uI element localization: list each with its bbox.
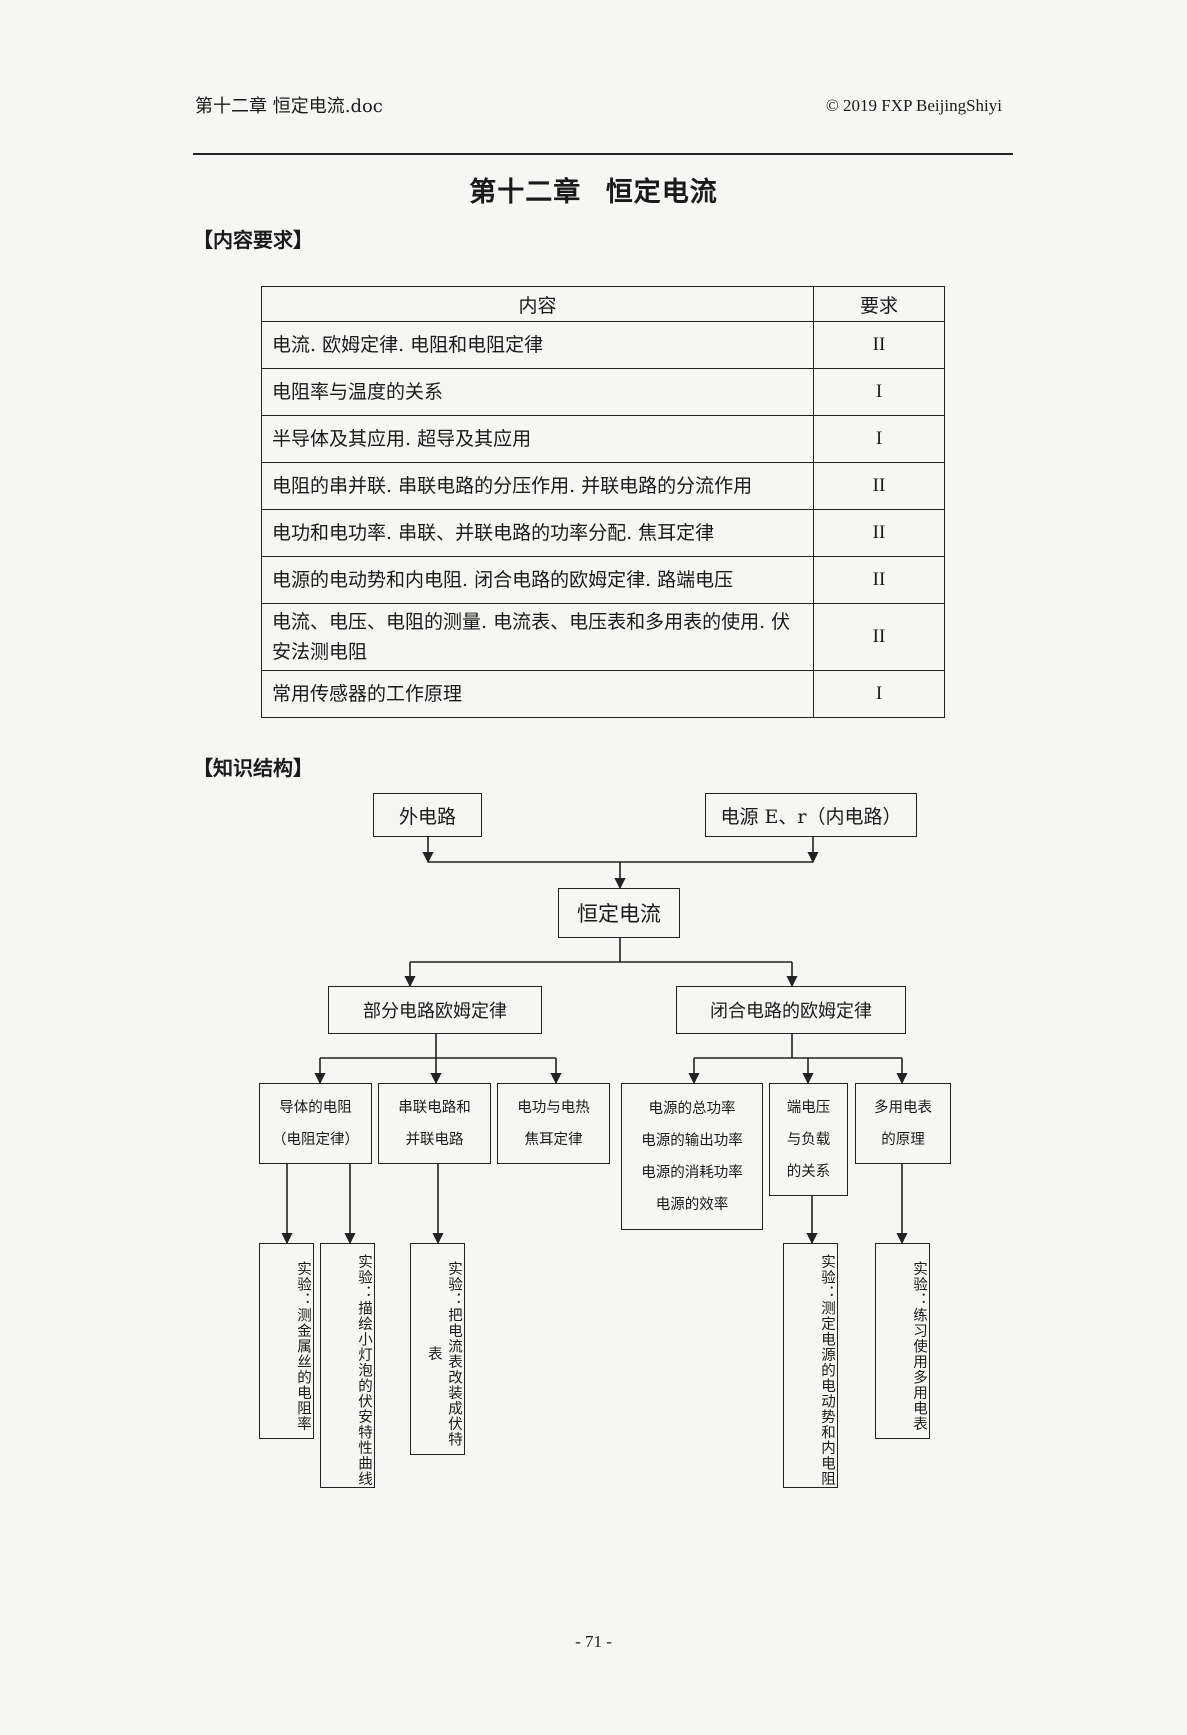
box-power-source: 电源 E、r（内电路） (705, 793, 917, 837)
table-cell-content: 电流. 欧姆定律. 电阻和电阻定律 (261, 321, 814, 369)
header-divider (193, 153, 1013, 155)
box-label: 外电路 (398, 805, 456, 828)
header-copyright: © 2019 FXP BeijingShiyi (825, 96, 1002, 115)
header-filename: 第十二章 恒定电流.doc (195, 96, 383, 117)
table-cell-level: II (813, 509, 945, 557)
table-row: 常用传感器的工作原理 I (261, 670, 945, 718)
table-cell-content: 电阻的串并联. 串联电路的分压作用. 并联电路的分流作用 (261, 462, 814, 510)
table-row: 电阻的串并联. 串联电路的分压作用. 并联电路的分流作用 II (261, 462, 945, 510)
column-header-content: 内容 (261, 286, 814, 322)
box-experiment-multimeter-use: 实验：练习使用多用电表 (875, 1243, 930, 1439)
section-heading-requirements: 【内容要求】 (193, 228, 313, 252)
table-row: 电功和电功率. 串联、并联电路的功率分配. 焦耳定律 II (261, 509, 945, 557)
box-experiment-bulb-iv-curve: 实验：描绘小灯泡的伏安特性曲线 (320, 1243, 375, 1488)
box-label-line: 的关系 (786, 1163, 831, 1180)
box-terminal-voltage: 端电压 与负载 的关系 (769, 1083, 848, 1196)
requirements-table: 内容 要求 电流. 欧姆定律. 电阻和电阻定律 II 电阻率与温度的关系 I 半… (261, 286, 945, 718)
table-row: 电流. 欧姆定律. 电阻和电阻定律 II (261, 321, 945, 369)
box-label: 部分电路欧姆定律 (363, 1001, 507, 1022)
table-cell-level: II (813, 462, 945, 510)
box-experiment-voltmeter-conversion: 实验：把电流表改装成伏特表 (410, 1243, 465, 1455)
table-cell-level: II (813, 603, 945, 671)
table-row: 电阻率与温度的关系 I (261, 368, 945, 416)
box-label-line: 电功与电热 (517, 1099, 590, 1116)
box-work-heat: 电功与电热 焦耳定律 (497, 1083, 610, 1164)
box-steady-current: 恒定电流 (558, 888, 680, 938)
box-label: 实验：测定电源的电动势和内电阻 (819, 1254, 835, 1487)
box-experiment-resistivity: 实验：测金属丝的电阻率 (259, 1243, 314, 1439)
box-label: 实验：测金属丝的电阻率 (295, 1260, 311, 1432)
box-label-line: （电阻定律） (272, 1131, 359, 1148)
box-label: 实验：把电流表改装成伏特表 (425, 1261, 462, 1447)
table-row: 半导体及其应用. 超导及其应用 I (261, 415, 945, 463)
table-cell-level: II (813, 321, 945, 369)
box-label: 实验：描绘小灯泡的伏安特性曲线 (356, 1254, 372, 1487)
table-cell-content: 半导体及其应用. 超导及其应用 (261, 415, 814, 463)
box-multimeter-principle: 多用电表 的原理 (855, 1083, 951, 1164)
box-label-line: 的原理 (881, 1131, 925, 1148)
box-external-circuit: 外电路 (373, 793, 482, 837)
box-label-line: 并联电路 (405, 1131, 464, 1148)
table-cell-content: 电源的电动势和内电阻. 闭合电路的欧姆定律. 路端电压 (261, 556, 814, 604)
table-cell-level: I (813, 670, 945, 718)
box-label-line: 导体的电阻 (279, 1099, 352, 1116)
box-label-line: 多用电表 (874, 1099, 932, 1116)
page-title: 第十二章 恒定电流 (469, 177, 718, 208)
page-number: - 71 - (575, 1632, 612, 1651)
box-label: 电源 E、r（内电路） (720, 805, 902, 828)
box-source-power: 电源的总功率 电源的输出功率 电源的消耗功率 电源的效率 (621, 1083, 763, 1230)
box-closed-circuit-ohm: 闭合电路的欧姆定律 (676, 986, 906, 1034)
table-cell-level: I (813, 368, 945, 416)
box-label-line: 电源的总功率 (648, 1100, 736, 1117)
table-row: 电流、电压、电阻的测量. 电流表、电压表和多用表的使用. 伏安法测电阻 II (261, 603, 945, 671)
box-label-line: 焦耳定律 (524, 1131, 583, 1148)
box-label-line: 与负载 (786, 1131, 831, 1148)
box-label: 实验：练习使用多用电表 (911, 1260, 927, 1432)
table-cell-level: I (813, 415, 945, 463)
box-label-line: 端电压 (786, 1099, 831, 1116)
table-cell-content: 电功和电功率. 串联、并联电路的功率分配. 焦耳定律 (261, 509, 814, 557)
table-cell-level: II (813, 556, 945, 604)
box-label: 恒定电流 (577, 902, 661, 926)
box-label-line: 电源的输出功率 (641, 1132, 743, 1149)
box-partial-circuit-ohm: 部分电路欧姆定律 (328, 986, 542, 1034)
box-label: 闭合电路的欧姆定律 (710, 1001, 872, 1022)
table-cell-content: 常用传感器的工作原理 (261, 670, 814, 718)
table-cell-content: 电阻率与温度的关系 (261, 368, 814, 416)
box-label-line: 电源的消耗功率 (641, 1164, 743, 1181)
box-label-line: 串联电路和 (398, 1099, 471, 1116)
section-heading-structure: 【知识结构】 (193, 756, 313, 780)
table-row: 电源的电动势和内电阻. 闭合电路的欧姆定律. 路端电压 II (261, 556, 945, 604)
table-header-row: 内容 要求 (261, 286, 945, 322)
box-conductor-resistance: 导体的电阻 （电阻定律） (259, 1083, 372, 1164)
box-label-line: 电源的效率 (655, 1196, 729, 1213)
box-series-parallel: 串联电路和 并联电路 (378, 1083, 491, 1164)
box-experiment-emf-internal-resistance: 实验：测定电源的电动势和内电阻 (783, 1243, 838, 1488)
